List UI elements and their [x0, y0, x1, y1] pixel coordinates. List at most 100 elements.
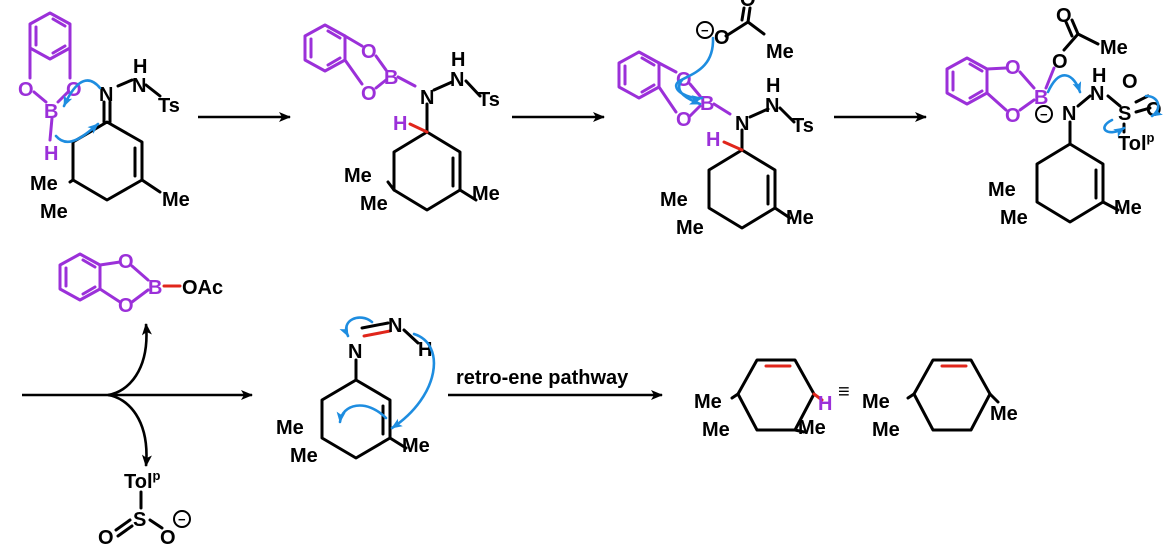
atom-o: O — [98, 527, 114, 549]
curved-arrow-s-o — [1144, 94, 1163, 118]
acetoxy-label: OAc — [182, 277, 223, 299]
atom-o: O — [1005, 57, 1021, 79]
methyl-label: Me — [676, 217, 704, 239]
tolyl-label: Tolp — [124, 468, 161, 493]
methyl-label: Me — [990, 403, 1018, 425]
curved-arrow-n-to-b — [62, 79, 102, 108]
tosyl-label: Ts — [158, 95, 180, 117]
atom-h: H — [818, 393, 832, 415]
curved-arrow-b-n-to-n-n — [1046, 74, 1082, 94]
atom-o: O — [676, 109, 692, 131]
curved-arrow-n-n-pi — [339, 316, 374, 338]
atom-h: H — [766, 75, 780, 97]
atom-h: H — [44, 143, 58, 165]
methyl-label: Me — [40, 201, 68, 223]
atom-b: B — [148, 277, 162, 299]
catechol-ring-1 — [28, 11, 72, 142]
atom-o: O — [1052, 51, 1068, 73]
atom-h: H — [451, 49, 465, 71]
acetate-ion: − — [696, 6, 766, 39]
atom-n: N — [388, 315, 402, 337]
acetoxy-group — [1062, 18, 1100, 52]
atom-o: O — [714, 27, 730, 49]
methyl-label: Me — [360, 193, 388, 215]
catechol-ring-3 — [617, 50, 732, 118]
cyclohexene-ring-3 — [707, 106, 796, 230]
structure-5-allylic-diazene: N N H Me Me Me — [276, 315, 436, 467]
structure-1-hydrazone-catecholborane: O O B H N N H Ts Me Me Me — [18, 11, 190, 223]
atom-h: H — [706, 129, 720, 151]
equivalence-symbol: ≡ — [838, 381, 850, 403]
atom-o: O — [160, 527, 176, 549]
methyl-label: Me — [30, 173, 58, 195]
atom-n: N — [348, 341, 362, 363]
catechol-ring-2 — [303, 23, 417, 90]
curved-arrow-h-to-c — [54, 122, 100, 144]
methyl-label: Me — [694, 391, 722, 413]
atom-n: N — [765, 95, 779, 117]
tosyl-label: Ts — [792, 115, 814, 137]
curved-arrow-n-s-cleavage — [1103, 118, 1126, 138]
atom-b: B — [1034, 87, 1048, 109]
negative-charge: − — [1040, 107, 1048, 122]
methyl-label: Me — [786, 207, 814, 229]
methyl-label: Me — [988, 179, 1016, 201]
atom-o: O — [118, 295, 134, 317]
atom-o: O — [740, 0, 756, 11]
atom-o: O — [118, 251, 134, 273]
methyl-label: Me — [1100, 37, 1128, 59]
byproduct-acetoxy-catecholborane: O O B OAc — [58, 251, 223, 317]
cyclohexene-ring-1 — [68, 78, 162, 202]
atom-h: H — [133, 56, 147, 78]
tosyl-label: Ts — [478, 89, 500, 111]
negative-charge: − — [701, 23, 709, 38]
atom-n: N — [420, 87, 434, 109]
negative-charge: − — [178, 512, 186, 527]
atom-b: B — [44, 101, 58, 123]
retro-ene-arrow: retro-ene pathway — [448, 367, 663, 400]
atom-h: H — [1092, 65, 1106, 87]
curved-arrow-b-o-cleavage — [677, 78, 702, 106]
atom-n: N — [132, 75, 146, 97]
branched-reaction-arrow — [22, 323, 253, 467]
new-c-h-bond — [722, 140, 744, 152]
methyl-label: Me — [872, 419, 900, 441]
retro-ene-label: retro-ene pathway — [456, 367, 629, 389]
atom-o: O — [1122, 71, 1138, 93]
atom-o: O — [361, 41, 377, 63]
product-trimethylcyclohexene: Me Me Me H ≡ Me Me Me — [694, 358, 1018, 441]
methyl-label: Me — [1000, 207, 1028, 229]
atom-o: O — [1005, 105, 1021, 127]
curved-arrow-h-transfer — [390, 332, 436, 430]
byproduct-sulfinate: Tolp S O O − — [98, 468, 191, 549]
new-c-h-bond — [408, 122, 429, 134]
methyl-label: Me — [766, 41, 794, 63]
atom-h: H — [393, 113, 407, 135]
structure-4-borate-complex: O O B − O O Me N N H S O O Tol — [945, 5, 1163, 229]
structure-2-hydroborated-intermediate: O O B N N H Ts H Me Me Me — [303, 23, 500, 215]
methyl-label: Me — [472, 183, 500, 205]
atom-o: O — [361, 83, 377, 105]
methyl-label: Me — [276, 417, 304, 439]
atom-o: O — [1056, 5, 1072, 27]
catechol-ring-4 — [945, 56, 1056, 112]
atom-s: S — [133, 509, 146, 531]
atom-n: N — [450, 69, 464, 91]
methyl-label: Me — [290, 445, 318, 467]
atom-n: N — [735, 113, 749, 135]
atom-n: N — [1062, 103, 1076, 125]
curved-arrow-alkene-shift — [336, 404, 388, 424]
atom-o: O — [18, 79, 34, 101]
atom-n: N — [1090, 83, 1104, 105]
methyl-label: Me — [344, 165, 372, 187]
methyl-label: Me — [862, 391, 890, 413]
structure-3-acetate-addition: − O O Me O O B — [617, 0, 814, 239]
methyl-label: Me — [402, 435, 430, 457]
methyl-label: Me — [798, 417, 826, 439]
cyclohexene-ring-2 — [386, 79, 482, 212]
tolyl-label: Tolp — [1118, 130, 1155, 155]
atom-o: O — [1146, 99, 1162, 121]
atom-b: B — [384, 67, 398, 89]
atom-s: S — [1118, 103, 1131, 125]
